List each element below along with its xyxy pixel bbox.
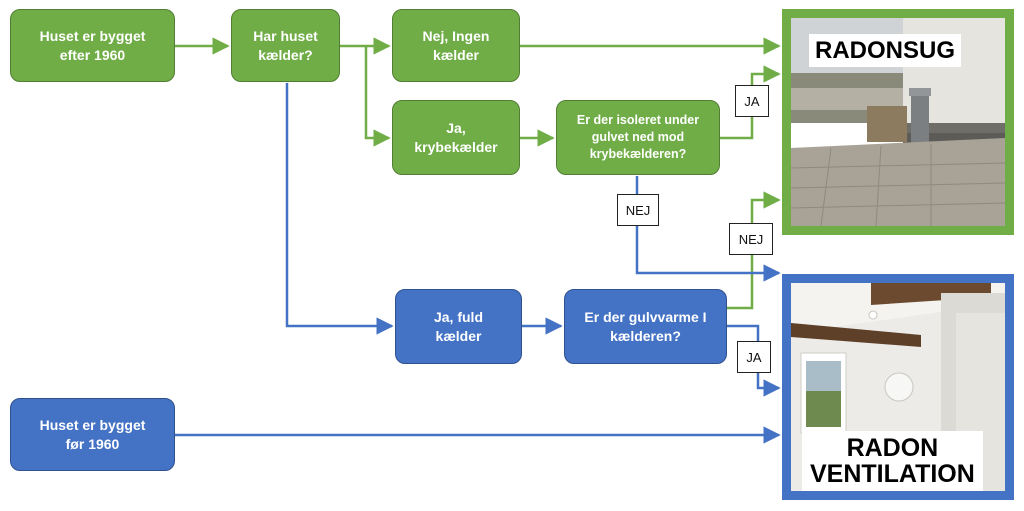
label-nej-right: NEJ [729,223,773,255]
label-nej-mid: NEJ [617,194,659,226]
radonsug-photo [791,18,1005,226]
arrow-basement-to-full [285,83,394,335]
node-floor-heating-question-label: Er der gulvvarme I kælderen? [584,308,707,344]
radonsug-caption: RADONSUG [809,34,962,68]
node-built-before-1960-label: Huset er bygget før 1960 [39,416,146,452]
node-has-basement: Har huset kælder? [231,9,340,82]
outcome-radon-ventilation: RADON VENTILATION [782,274,1014,500]
node-crawl-space-label: Ja, krybekælder [414,119,498,155]
node-built-after-1960: Huset er bygget efter 1960 [10,9,175,82]
label-ja-top: JA [735,85,769,117]
ventilation-caption: RADON VENTILATION [802,431,983,491]
arrow-basement-to-crawl [364,46,391,147]
outcome-radonsug: RADONSUG [782,9,1014,235]
node-built-after-1960-label: Huset er bygget efter 1960 [39,27,146,63]
label-ja-bottom: JA [737,341,771,373]
node-no-basement-label: Nej, Ingen kælder [422,27,490,63]
node-insulated-question: Er der isoleret under gulvet ned mod kry… [556,100,720,175]
node-full-basement-label: Ja, fuld kælder [433,308,483,344]
node-built-before-1960: Huset er bygget før 1960 [10,398,175,471]
node-has-basement-label: Har huset kælder? [253,27,318,63]
node-floor-heating-question: Er der gulvvarme I kælderen? [564,289,727,364]
node-insulated-question-label: Er der isoleret under gulvet ned mod kry… [576,113,700,161]
node-full-basement: Ja, fuld kælder [395,289,522,364]
node-crawl-space: Ja, krybekælder [392,100,520,175]
node-no-basement: Nej, Ingen kælder [392,9,520,82]
